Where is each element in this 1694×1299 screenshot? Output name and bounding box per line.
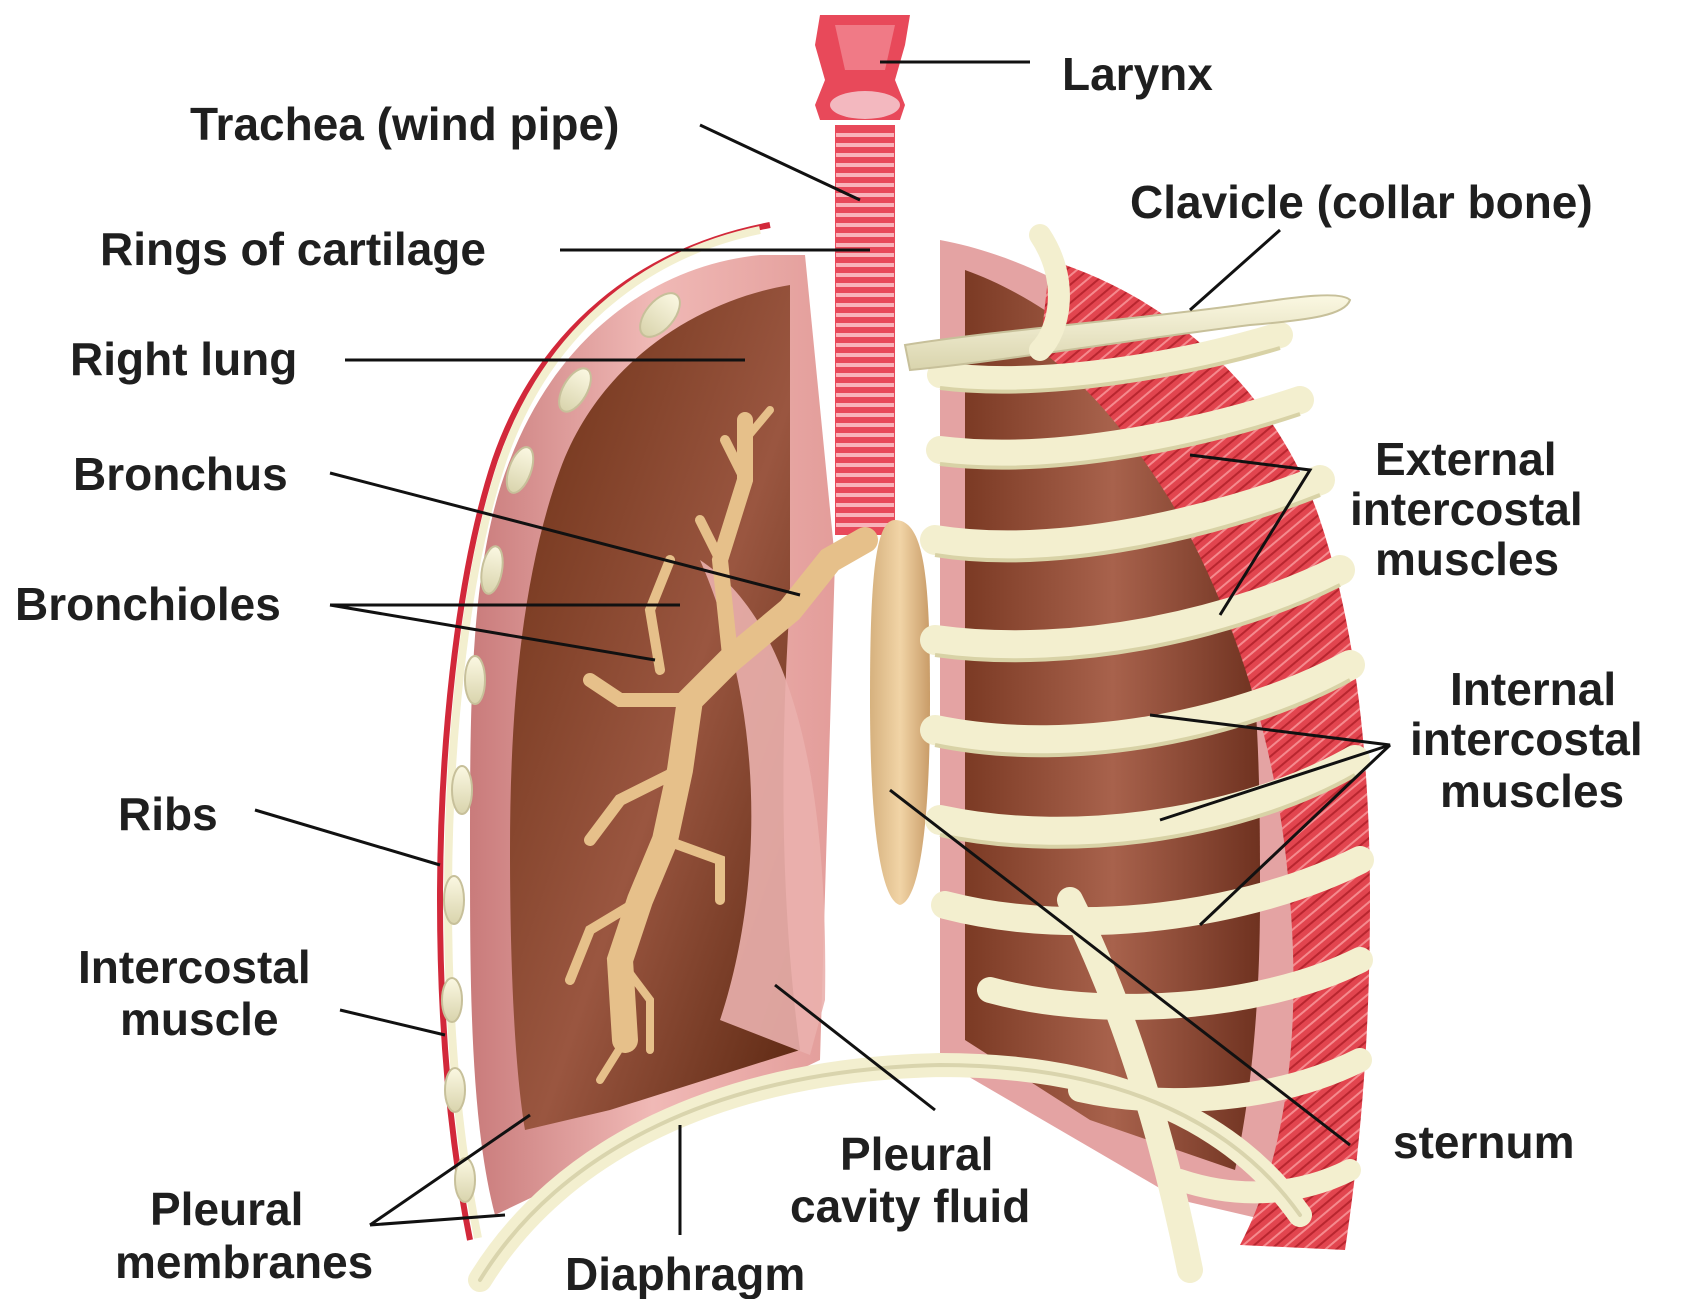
label-right-lung: Right lung bbox=[70, 333, 297, 385]
label-pleural-fluid-line2: cavity fluid bbox=[790, 1180, 1030, 1232]
label-rings-of-cartilage: Rings of cartilage bbox=[100, 223, 486, 275]
label-intercostal-line2: muscle bbox=[120, 993, 279, 1045]
label-trachea: Trachea (wind pipe) bbox=[190, 98, 619, 150]
label-pleural-fluid-line1: Pleural bbox=[840, 1128, 993, 1180]
label-pleural-membranes-line1: Pleural bbox=[150, 1183, 303, 1235]
label-internal-line2: intercostal bbox=[1410, 713, 1643, 765]
label-intercostal-line1: Intercostal bbox=[78, 941, 311, 993]
sternum-shape bbox=[870, 520, 930, 905]
label-internal-line3: muscles bbox=[1440, 765, 1624, 817]
trachea-shape bbox=[835, 125, 895, 535]
label-clavicle: Clavicle (collar bone) bbox=[1130, 176, 1593, 228]
label-ribs: Ribs bbox=[118, 788, 218, 840]
larynx-shape bbox=[815, 15, 910, 120]
label-pleural-membranes-line2: membranes bbox=[115, 1236, 373, 1288]
label-larynx: Larynx bbox=[1062, 48, 1213, 100]
label-external-line3: muscles bbox=[1375, 533, 1559, 585]
label-external-line1: External bbox=[1375, 433, 1557, 485]
label-bronchus: Bronchus bbox=[73, 448, 288, 500]
label-external-line2: intercostal bbox=[1350, 483, 1583, 535]
label-bronchioles: Bronchioles bbox=[15, 578, 281, 630]
label-internal-line1: Internal bbox=[1450, 663, 1616, 715]
label-diaphragm: Diaphragm bbox=[565, 1248, 805, 1299]
label-sternum: sternum bbox=[1393, 1116, 1574, 1168]
